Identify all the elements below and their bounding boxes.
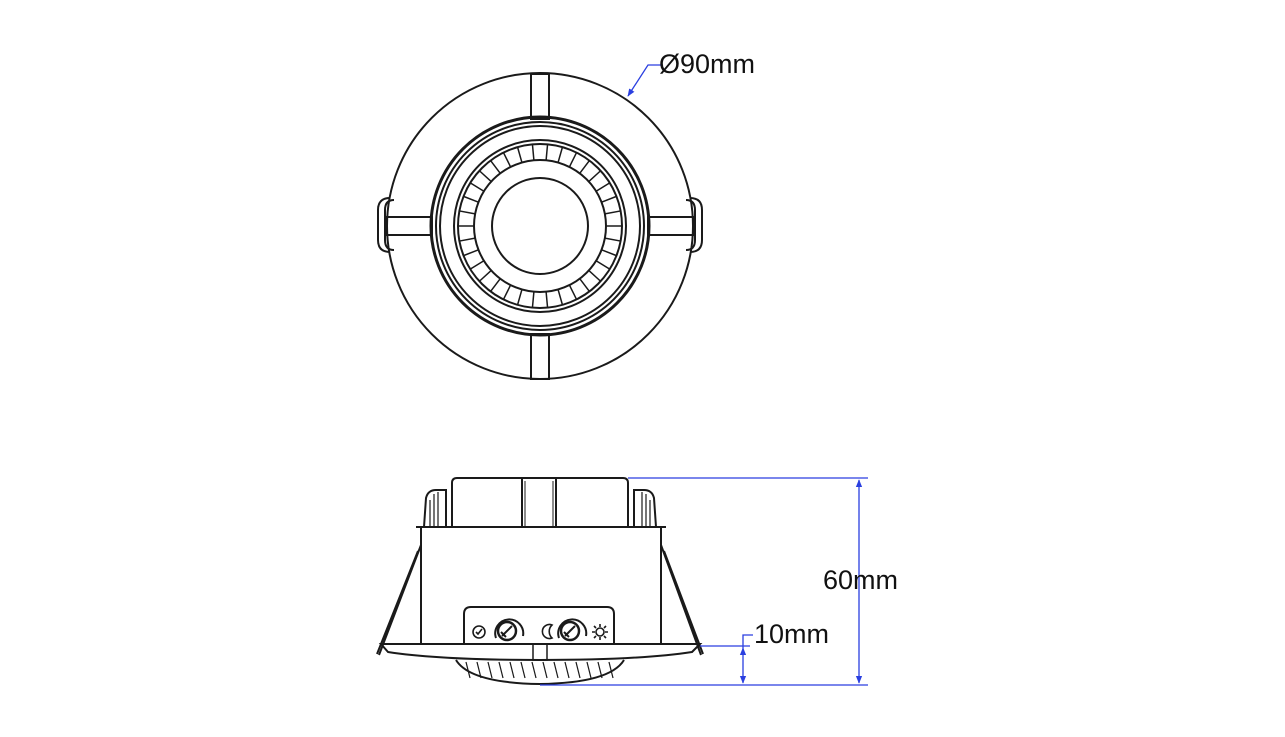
diameter-leader bbox=[627, 64, 662, 97]
lens-ring-inner bbox=[473, 159, 607, 293]
housing-ring-outer bbox=[429, 115, 651, 337]
control-panel bbox=[463, 606, 615, 644]
mounting-clip-left bbox=[377, 197, 395, 253]
adjust-knob-icon bbox=[494, 618, 525, 642]
side-view bbox=[376, 477, 704, 686]
lens-segments bbox=[458, 144, 622, 308]
ribs bbox=[386, 73, 694, 380]
spring-clip-left bbox=[376, 544, 422, 656]
diameter-label: Ø90mm bbox=[659, 49, 756, 79]
bottom-flange bbox=[378, 643, 703, 662]
timer-icon bbox=[472, 625, 486, 639]
central-lens bbox=[491, 177, 589, 275]
dimension-lines bbox=[540, 477, 868, 686]
spring-clip-right bbox=[660, 544, 704, 656]
lens-dome bbox=[455, 659, 625, 686]
latch-left bbox=[423, 489, 447, 528]
lens-dome-ribs bbox=[465, 661, 614, 679]
adjust-knob-icon bbox=[557, 618, 588, 642]
height-60mm-label: 60mm bbox=[823, 565, 899, 595]
lens-ring-outer bbox=[453, 139, 627, 313]
main-body bbox=[420, 526, 662, 645]
top-view bbox=[377, 72, 703, 380]
height-10mm-label: 10mm bbox=[754, 619, 830, 649]
mounting-clip-right bbox=[685, 197, 703, 253]
sun-icon bbox=[592, 624, 608, 640]
moon-icon bbox=[541, 623, 554, 640]
latch-right bbox=[633, 489, 657, 528]
top-cap bbox=[451, 477, 629, 527]
